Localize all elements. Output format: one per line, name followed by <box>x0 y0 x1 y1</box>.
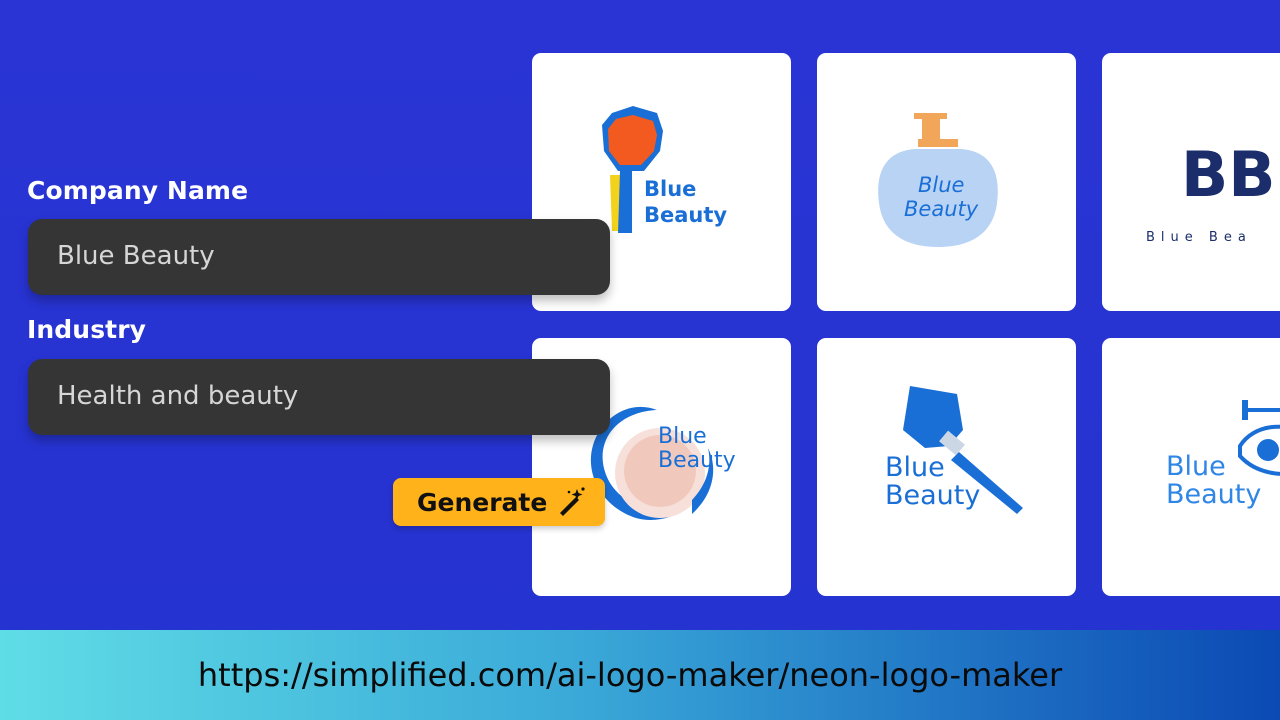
source-url: https://simplified.com/ai-logo-maker/neo… <box>197 656 1063 694</box>
powder-compact-icon: Blue Beauty <box>590 406 736 520</box>
bb-monogram-icon: BB Blue Bea <box>1146 138 1276 245</box>
svg-text:Blue: Blue <box>918 173 964 197</box>
svg-text:Blue: Blue <box>658 424 707 449</box>
svg-text:Blue: Blue <box>644 177 696 201</box>
company-name-label: Company Name <box>27 176 249 205</box>
company-name-input[interactable]: Blue Beauty <box>28 219 610 295</box>
svg-text:Beauty: Beauty <box>885 480 980 511</box>
eye-lash-icon: Blue Beauty <box>1166 400 1280 510</box>
lotion-pump-bottle-icon: Blue Beauty <box>878 113 998 247</box>
logo-card-4[interactable]: Blue Beauty <box>532 338 791 596</box>
svg-text:Beauty: Beauty <box>1166 479 1261 510</box>
svg-text:Beauty: Beauty <box>904 197 979 221</box>
svg-text:Blue: Blue <box>1166 451 1226 482</box>
svg-text:Beauty: Beauty <box>644 203 727 227</box>
url-banner: https://simplified.com/ai-logo-maker/neo… <box>0 630 1280 720</box>
hand-mirror-icon: Blue Beauty <box>602 106 727 233</box>
generate-label: Generate <box>417 488 548 517</box>
industry-input[interactable]: Health and beauty <box>28 359 610 435</box>
industry-label: Industry <box>27 315 147 344</box>
generate-button[interactable]: Generate <box>393 478 605 526</box>
svg-text:Blue: Blue <box>885 452 945 483</box>
svg-text:Beauty: Beauty <box>658 448 736 473</box>
makeup-brush-icon: Blue Beauty <box>885 386 1023 514</box>
magic-wand-icon <box>560 487 585 516</box>
logo-maker-stage: Blue Beauty Blue Beauty BB Blue Bea Blue… <box>0 0 1280 630</box>
logo-card-6[interactable]: Blue Beauty <box>1102 338 1280 596</box>
industry-value: Health and beauty <box>57 381 299 411</box>
svg-text:BB: BB <box>1181 138 1276 211</box>
company-name-value: Blue Beauty <box>57 241 215 271</box>
logo-card-2[interactable]: Blue Beauty <box>817 53 1076 311</box>
logo-card-5[interactable]: Blue Beauty <box>817 338 1076 596</box>
svg-text:Blue Bea: Blue Bea <box>1146 230 1252 245</box>
logo-card-3[interactable]: BB Blue Bea <box>1102 53 1280 311</box>
